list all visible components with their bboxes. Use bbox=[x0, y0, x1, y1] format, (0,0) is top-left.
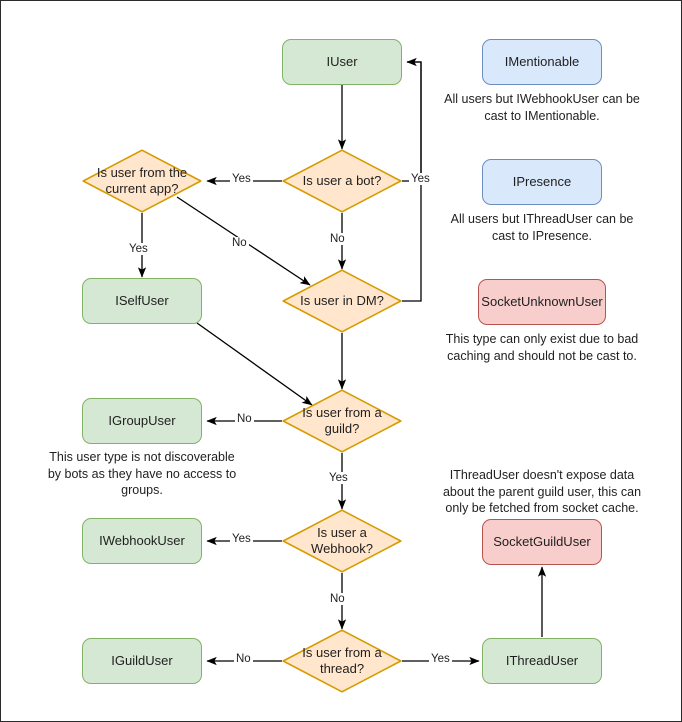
node-imentionable-label: IMentionable bbox=[504, 53, 580, 69]
node-is-user-from-a-guild[interactable]: Is user from a guild? bbox=[282, 389, 402, 453]
node-socketguilduser-label: SocketGuildUser bbox=[493, 533, 591, 549]
node-ipresence-label: IPresence bbox=[512, 173, 572, 189]
diamond-shape-is-bot bbox=[282, 149, 402, 213]
node-igroupuser[interactable]: IGroupUser bbox=[82, 398, 202, 444]
node-iwebhookuser[interactable]: IWebhookUser bbox=[82, 518, 202, 564]
node-is-user-from-current-app[interactable]: Is user from the current app? bbox=[82, 149, 202, 213]
edge-label-thread-no: No bbox=[234, 653, 253, 665]
node-iuser-label: IUser bbox=[326, 53, 358, 69]
node-socketunknownuser-label: SocketUnknownUser bbox=[481, 293, 603, 309]
edge-label-bot-yes-left: Yes bbox=[230, 173, 253, 185]
node-is-user-in-dm[interactable]: Is user in DM? bbox=[282, 269, 402, 333]
edge-label-guild-no: No bbox=[235, 413, 254, 425]
edge-label-webhook-yes: Yes bbox=[230, 533, 253, 545]
edge-label-bot-yes-right: Yes bbox=[409, 173, 432, 185]
node-is-dm-label: Is user in DM? bbox=[300, 292, 384, 308]
node-ipresence[interactable]: IPresence bbox=[482, 159, 602, 205]
node-ithreaduser-label: IThreadUser bbox=[505, 652, 579, 668]
node-iwebhookuser-label: IWebhookUser bbox=[99, 532, 185, 548]
node-socketunknownuser[interactable]: SocketUnknownUser bbox=[478, 279, 606, 325]
note-ipresence: All users but IThreadUser can be cast to… bbox=[450, 212, 634, 243]
edge-label-bot-no: No bbox=[328, 233, 347, 245]
edge-label-current-app-yes: Yes bbox=[127, 243, 150, 255]
node-is-webhook-label: Is user a Webhook? bbox=[311, 524, 373, 556]
note-imentionable: All users but IWebhookUser can be cast t… bbox=[444, 92, 640, 123]
diamond-shape-is-thread bbox=[282, 629, 402, 693]
node-iuser[interactable]: IUser bbox=[282, 39, 402, 85]
node-is-thread-label: Is user from a thread? bbox=[302, 644, 382, 676]
edge-label-guild-yes: Yes bbox=[327, 472, 350, 484]
node-is-current-app-label: Is user from the current app? bbox=[96, 164, 188, 196]
note-socketguilduser: IThreadUser doesn't expose data about th… bbox=[442, 468, 642, 515]
diamond-shape-is-webhook bbox=[282, 509, 402, 573]
edge-label-current-app-no: No bbox=[230, 237, 249, 249]
diamond-shape-is-current-app bbox=[82, 149, 202, 213]
note-igroupuser: This user type is not discoverable by bo… bbox=[47, 450, 237, 497]
node-iguilduser-label: IGuildUser bbox=[111, 652, 173, 668]
node-is-user-a-webhook[interactable]: Is user a Webhook? bbox=[282, 509, 402, 573]
diamond-shape-is-dm bbox=[282, 269, 402, 333]
node-igroupuser-label: IGroupUser bbox=[108, 412, 176, 428]
node-imentionable[interactable]: IMentionable bbox=[482, 39, 602, 85]
node-iguilduser[interactable]: IGuildUser bbox=[82, 638, 202, 684]
node-is-guild-label: Is user from a guild? bbox=[302, 404, 382, 436]
node-iselfuser[interactable]: ISelfUser bbox=[82, 278, 202, 324]
node-socketguilduser[interactable]: SocketGuildUser bbox=[482, 519, 602, 565]
node-iselfuser-label: ISelfUser bbox=[115, 292, 169, 308]
note-socketunknownuser: This type can only exist due to bad cach… bbox=[445, 332, 639, 363]
node-is-user-from-a-thread[interactable]: Is user from a thread? bbox=[282, 629, 402, 693]
edge-isbot-yes-to-iuser bbox=[402, 57, 422, 182]
edge-label-thread-yes: Yes bbox=[429, 653, 452, 665]
diamond-shape-is-guild bbox=[282, 389, 402, 453]
edge-label-webhook-no: No bbox=[328, 593, 347, 605]
node-is-bot-label: Is user a bot? bbox=[302, 172, 382, 188]
node-is-user-a-bot[interactable]: Is user a bot? bbox=[282, 149, 402, 213]
node-ithreaduser[interactable]: IThreadUser bbox=[482, 638, 602, 684]
